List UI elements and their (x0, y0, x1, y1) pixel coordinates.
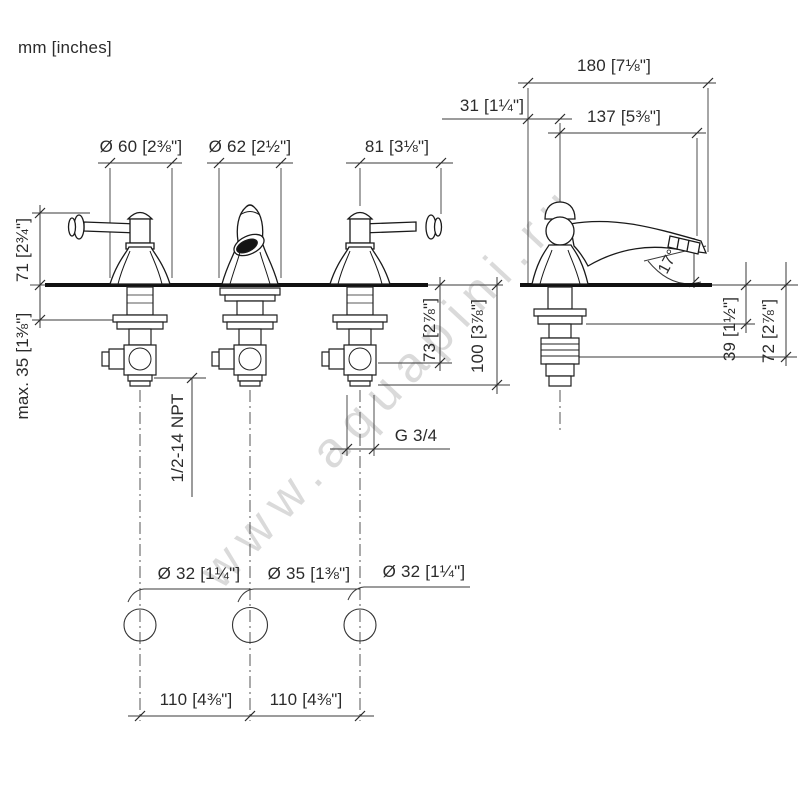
spout-side (532, 202, 706, 284)
dim-connection-thread: G 3/4 (394, 426, 438, 445)
dim-outlet-depth: 73 [2⅞"] (420, 297, 439, 363)
handle-right (330, 213, 442, 285)
valve-side-view (534, 287, 586, 386)
valve-right (321, 286, 388, 387)
dim-spout-projection: 180 [7⅛"] (576, 56, 652, 75)
dim-spout-base-dia: Ø 62 [2½"] (208, 137, 292, 156)
spout-outlet-opening (235, 236, 260, 255)
hole-center (233, 608, 268, 643)
mounting-holes (124, 608, 376, 643)
dim-max-deck-thickness: max. 35 [1⅜"] (13, 312, 32, 420)
dim-lever-length: 81 [3⅛"] (364, 137, 430, 156)
dim-height-above-deck: 71 [2¾"] (13, 217, 32, 283)
dim-hole-spacing-right: 110 [4⅜"] (269, 690, 343, 709)
dimension-lines (40, 83, 786, 716)
aerator (668, 236, 700, 254)
dim-inlet-thread: 1/2-14 NPT (168, 393, 187, 483)
valve-center (212, 288, 280, 386)
units-label: mm [inches] (18, 38, 112, 57)
hole-left (124, 609, 156, 641)
dim-deck-edge-offset: 31 [1¼"] (459, 96, 525, 115)
dim-body-depth: 100 [3⅞"] (468, 298, 487, 374)
dim-hole-spacing-left: 110 [4⅜"] (159, 690, 233, 709)
spout-front (222, 205, 278, 284)
dim-hole-dia-center: Ø 35 [1⅜"] (267, 564, 351, 583)
handle-left (69, 213, 171, 285)
dim-hole-dia-right: Ø 32 [1¼"] (382, 562, 466, 581)
centerlines (140, 390, 560, 721)
thread-leaders (128, 378, 470, 602)
valve-left (101, 286, 168, 387)
dim-side-depth-72: 72 [2⅞"] (759, 298, 778, 364)
hole-right (344, 609, 376, 641)
dim-handle-base-dia: Ø 60 [2⅜"] (99, 137, 183, 156)
extension-lines (30, 88, 798, 456)
dimension-ticks (35, 78, 791, 721)
dim-side-depth-39: 39 [1½"] (720, 296, 739, 362)
dim-hole-dia-left: Ø 32 [1¼"] (157, 564, 241, 583)
dim-spout-reach: 137 [5⅜"] (586, 107, 662, 126)
